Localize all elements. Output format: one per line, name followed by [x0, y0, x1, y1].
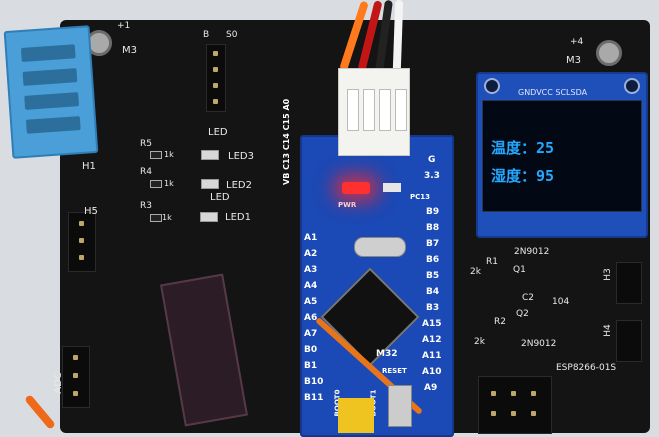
label-1k-c: 1k — [162, 213, 172, 222]
label-plus1: +1 — [117, 21, 131, 31]
label-led-title1: LED — [208, 127, 228, 138]
label-m3-left: M3 — [122, 45, 137, 56]
right-pin-b3: B3 — [426, 303, 440, 313]
top-pin-row: VB C13 C14 C15 A0 — [282, 98, 291, 185]
label-esp8266: ESP8266-01S — [556, 363, 617, 373]
right-pin-33: 3.3 — [424, 171, 440, 181]
label-led3: LED3 — [228, 151, 254, 162]
label-h5: H5 — [84, 206, 98, 217]
resistor-r5 — [150, 151, 162, 159]
header-h3 — [616, 262, 642, 304]
mcu-chip — [320, 267, 420, 367]
label-r2: R2 — [494, 317, 506, 327]
led3 — [201, 150, 219, 160]
label-c2: C2 — [522, 293, 535, 303]
crystal-y1 — [354, 237, 406, 257]
left-pin-a1: A1 — [304, 233, 318, 243]
left-pin-b11: B11 — [304, 393, 324, 403]
label-2n9012-a: 2N9012 — [514, 247, 550, 257]
label-m3-right: M3 — [566, 55, 581, 66]
left-pin-a3: A3 — [304, 265, 318, 275]
label-q2: Q2 — [516, 309, 529, 319]
label-r3: R3 — [140, 201, 152, 211]
label-h4: H4 — [602, 324, 613, 337]
oled-display-module: GNDVCC SCLSDA 温度：25 湿度：95 — [476, 72, 648, 238]
left-pin-a7: A7 — [304, 329, 318, 339]
header-h4 — [616, 320, 642, 362]
right-pin-a12: A12 — [422, 335, 442, 345]
oled-pin-labels: GNDVCC SCLSDA — [518, 88, 588, 97]
label-q1: Q1 — [513, 265, 526, 275]
boot-jumper — [338, 398, 374, 433]
right-pin-a10: A10 — [422, 367, 442, 377]
right-pin-b5: B5 — [426, 271, 440, 281]
resistor-r3 — [150, 214, 162, 222]
red-power-led — [342, 182, 370, 194]
label-r4: R4 — [140, 167, 152, 177]
oled-screen: 温度：25 湿度：95 — [482, 100, 642, 212]
header-adc — [62, 346, 90, 408]
label-h1: H1 — [82, 161, 96, 172]
header-h5 — [68, 212, 96, 272]
left-pin-a2: A2 — [304, 249, 318, 259]
temperature-readout: 温度：25 — [491, 139, 555, 157]
left-pin-a5: A5 — [304, 297, 318, 307]
left-pin-a4: A4 — [304, 281, 318, 291]
label-2k-b: 2k — [474, 337, 485, 347]
label-1k-b: 1k — [164, 179, 174, 188]
label-h3: H3 — [602, 268, 613, 281]
dht11-sensor — [3, 25, 99, 159]
right-pin-a9: A9 — [424, 383, 438, 393]
label-b: B — [203, 30, 210, 40]
label-104: 104 — [552, 297, 570, 307]
stm32-board: M32 PWR RESET BOOT1 BOOT0 VB C13 C14 C15… — [282, 99, 454, 437]
right-pin-a11: A11 — [422, 351, 442, 361]
mount-screw-right — [596, 40, 622, 66]
header-esp8266 — [478, 376, 552, 434]
label-2n9012-b: 2N9012 — [521, 339, 557, 349]
reset-button — [388, 385, 412, 427]
label-led2: LED2 — [226, 180, 252, 191]
label-reset: RESET — [382, 367, 407, 375]
wire-connector — [338, 68, 410, 156]
right-pin-b9: B9 — [426, 207, 440, 217]
right-pin-b8: B8 — [426, 223, 440, 233]
label-led1: LED1 — [225, 212, 251, 223]
left-pin-b1: B1 — [304, 361, 318, 371]
label-2k-a: 2k — [470, 267, 481, 277]
right-pin-b7: B7 — [426, 239, 440, 249]
stm32-brand: M32 — [376, 349, 398, 359]
orange-wire-left — [24, 394, 56, 430]
resistor-r4 — [150, 180, 162, 188]
right-pin-b4: B4 — [426, 287, 440, 297]
label-1k-a: 1k — [164, 150, 174, 159]
right-pin-b6: B6 — [426, 255, 440, 265]
label-r1: R1 — [486, 257, 498, 267]
label-plus4: +4 — [570, 37, 584, 47]
label-pwr: PWR — [338, 201, 357, 209]
header-b — [206, 44, 226, 112]
pc13-led — [383, 183, 401, 192]
right-pin-g: G — [428, 155, 436, 165]
right-pin-a15: A15 — [422, 319, 442, 329]
left-pin-b10: B10 — [304, 377, 324, 387]
label-r5: R5 — [140, 139, 152, 149]
label-adc: ADC — [52, 372, 64, 394]
label-led-title2: LED — [210, 192, 230, 203]
left-pin-a6: A6 — [304, 313, 318, 323]
led2 — [201, 179, 219, 189]
right-pin-pc13: PC13 — [410, 193, 431, 201]
left-pin-b0: B0 — [304, 345, 318, 355]
led1 — [200, 212, 218, 222]
label-s0: S0 — [226, 30, 238, 40]
humidity-readout: 湿度：95 — [491, 167, 555, 185]
